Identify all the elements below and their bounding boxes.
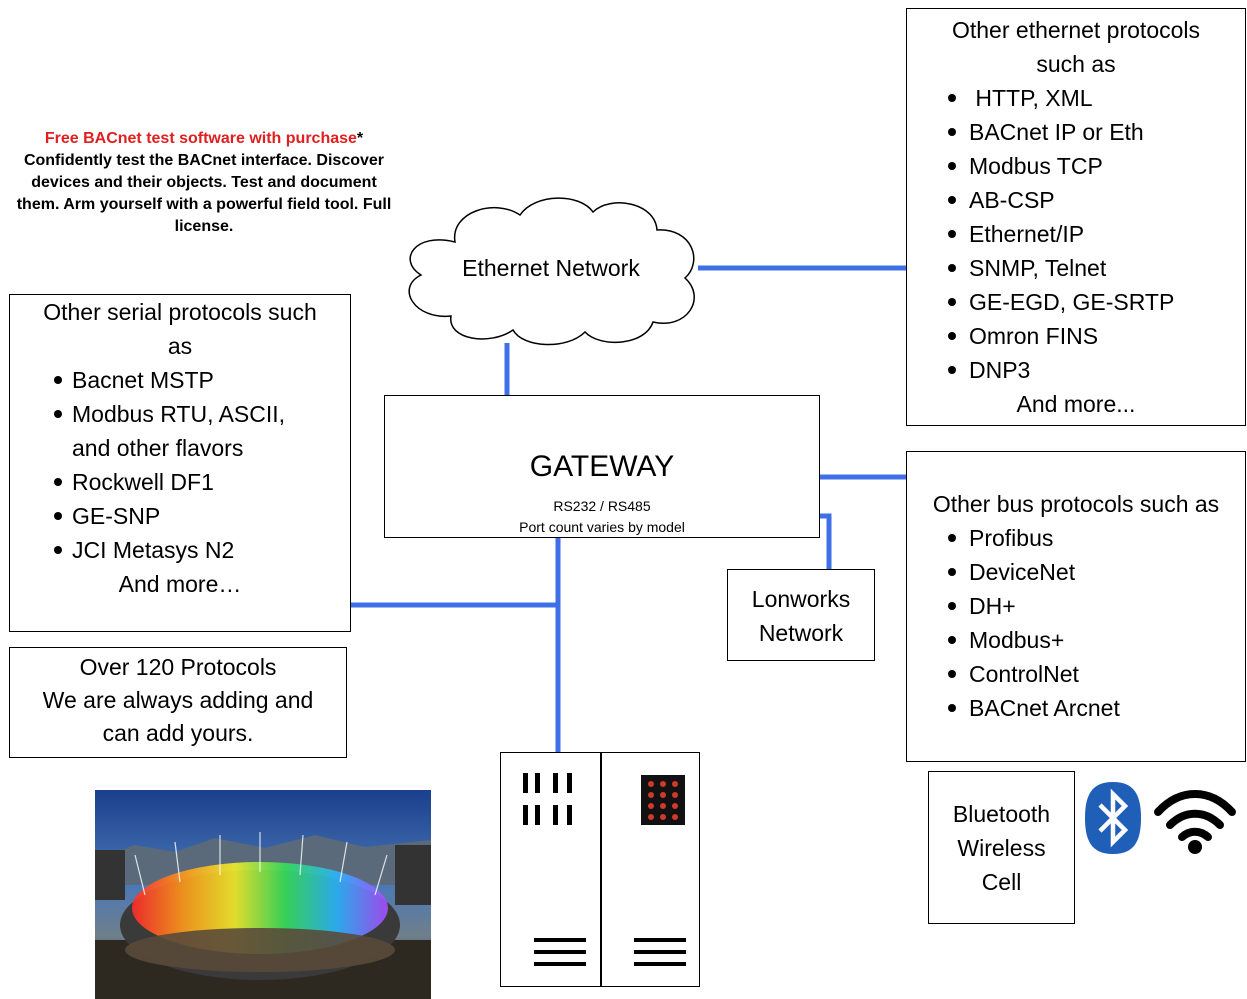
gateway-box: GATEWAY RS232 / RS485 Port count varies … [384,395,820,538]
protocols-count-box: Over 120 Protocols We are always adding … [9,647,347,758]
list-item: AB-CSP [948,183,1245,217]
lonworks-box: Lonworks Network [727,569,875,661]
serial-heading-2: as [167,333,193,359]
list-item: BACnet Arcnet [948,691,1245,725]
ethernet-protocols-box: Other ethernet protocols such as HTTP, X… [906,8,1246,426]
list-item: Modbus+ [948,623,1245,657]
list-item: GE-SNP [54,499,350,533]
list-item: Omron FINS [948,319,1245,353]
list-item: SNMP, Telnet [948,251,1245,285]
ethernet-footer: And more... [1016,391,1136,417]
list-item: Modbus RTU, ASCII, [54,397,350,431]
protocols-line-1: Over 120 Protocols [79,654,277,680]
bus-heading: Other bus protocols such as [932,491,1220,517]
serial-ports-icon [523,773,572,825]
vent-right-icon [634,938,686,966]
ethernet-heading: Other ethernet protocols [951,17,1201,43]
list-item: JCI Metasys N2 [54,533,350,567]
list-item: DeviceNet [948,555,1245,589]
vent-left-icon [534,938,586,966]
list-item: Ethernet/IP [948,217,1245,251]
lonworks-line-2: Network [758,620,844,646]
promo-asterisk: * [356,130,364,147]
list-item: GE-EGD, GE-SRTP [948,285,1245,319]
list-item: DNP3 [948,353,1245,387]
promo-body: Confidently test the BACnet interface. D… [16,152,392,235]
serial-footer: And more… [118,571,242,597]
list-item: Rockwell DF1 [54,465,350,499]
wireless-line-1: Bluetooth [952,801,1051,827]
list-item: Bacnet MSTP [54,363,350,397]
list-item: and other flavors [72,435,244,461]
ethernet-cloud-icon [408,197,695,346]
device-cabinet-icon [500,752,700,987]
list-item: HTTP, XML [948,81,1245,115]
bus-protocols-box: Other bus protocols such as Profibus Dev… [906,451,1246,762]
protocols-line-3: can add yours. [102,720,254,746]
wifi-icon [1154,790,1236,854]
list-item: ControlNet [948,657,1245,691]
gateway-title: GATEWAY [529,450,675,483]
keypad-icon [641,775,685,825]
stadium-photo [95,790,431,999]
list-item: DH+ [948,589,1245,623]
wireless-line-2: Wireless [957,835,1046,861]
list-item: Modbus TCP [948,149,1245,183]
promo-highlight: Free BACnet test software with purchase [44,130,357,147]
serial-protocols-box: Other serial protocols such as Bacnet MS… [9,294,351,632]
serial-heading: Other serial protocols such [43,299,317,325]
ethernet-heading-2: such as [1036,51,1116,77]
wireless-box: Bluetooth Wireless Cell [928,771,1075,924]
cloud-label: Ethernet Network [462,255,640,281]
gateway-ports: RS232 / RS485 [553,498,651,514]
list-item: BACnet IP or Eth [948,115,1245,149]
cabinet-divider [600,753,602,986]
wireless-line-3: Cell [981,869,1022,895]
bluetooth-icon [1085,782,1141,854]
list-item: Profibus [948,521,1245,555]
lonworks-line-1: Lonworks [751,586,851,612]
promo-text: Free BACnet test software with purchase*… [14,128,394,238]
protocols-line-2: We are always adding and [42,687,314,713]
gateway-note: Port count varies by model [519,519,685,535]
line-gateway-lonworks [820,513,832,570]
